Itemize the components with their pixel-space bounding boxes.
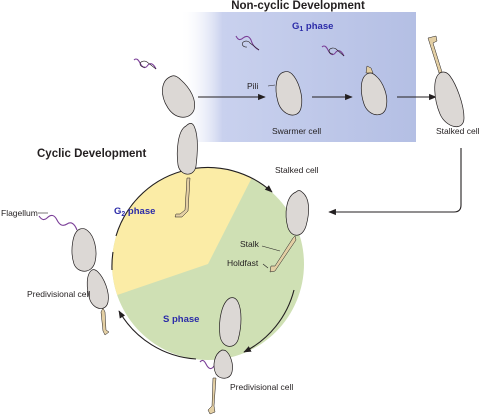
stalk-label: Stalk	[240, 239, 260, 249]
cycle-circle	[111, 167, 304, 360]
swarmer-cell-label: Swarmer cell	[272, 126, 321, 136]
g1-transition-cell	[321, 45, 388, 116]
stalked-cell-top-label: Stalked cell	[436, 126, 480, 136]
cycle-arc-left	[111, 251, 114, 271]
g1-phase-label: G1 phase	[292, 21, 333, 33]
holdfast-label: Holdfast	[227, 258, 259, 268]
g2-phase-label: G2 phase	[114, 206, 155, 218]
stalk-leader	[261, 245, 281, 252]
predivisional-cell-left	[38, 214, 110, 336]
arrow-stalked-to-cycle	[328, 148, 462, 216]
title-cyclic: Cyclic Development	[37, 148, 146, 160]
g2-phase-sector	[112, 168, 252, 295]
flagellum-label: Flagellum	[1, 208, 38, 218]
cycle-arc-bottom-left	[118, 310, 197, 360]
stalked-cell-circle-label: Stalked cell	[275, 165, 319, 175]
predivisional-left-label: Predivisional cell	[27, 289, 90, 299]
dividing-cell-top	[133, 58, 198, 218]
predivisional-cell-bottom	[199, 297, 242, 415]
swarmer-cell	[235, 35, 303, 116]
cycle-arc-bottom-right	[243, 289, 295, 353]
s-phase-label: S phase	[163, 314, 199, 325]
predivisional-bottom-label: Predivisional cell	[230, 382, 293, 392]
stalked-cell-circle	[269, 190, 309, 273]
stalked-cell-top	[427, 35, 465, 127]
holdfast-leader	[262, 263, 269, 269]
title-non-cyclic: Non-cyclic Development	[231, 0, 365, 12]
pili-label: Pili	[247, 81, 258, 91]
